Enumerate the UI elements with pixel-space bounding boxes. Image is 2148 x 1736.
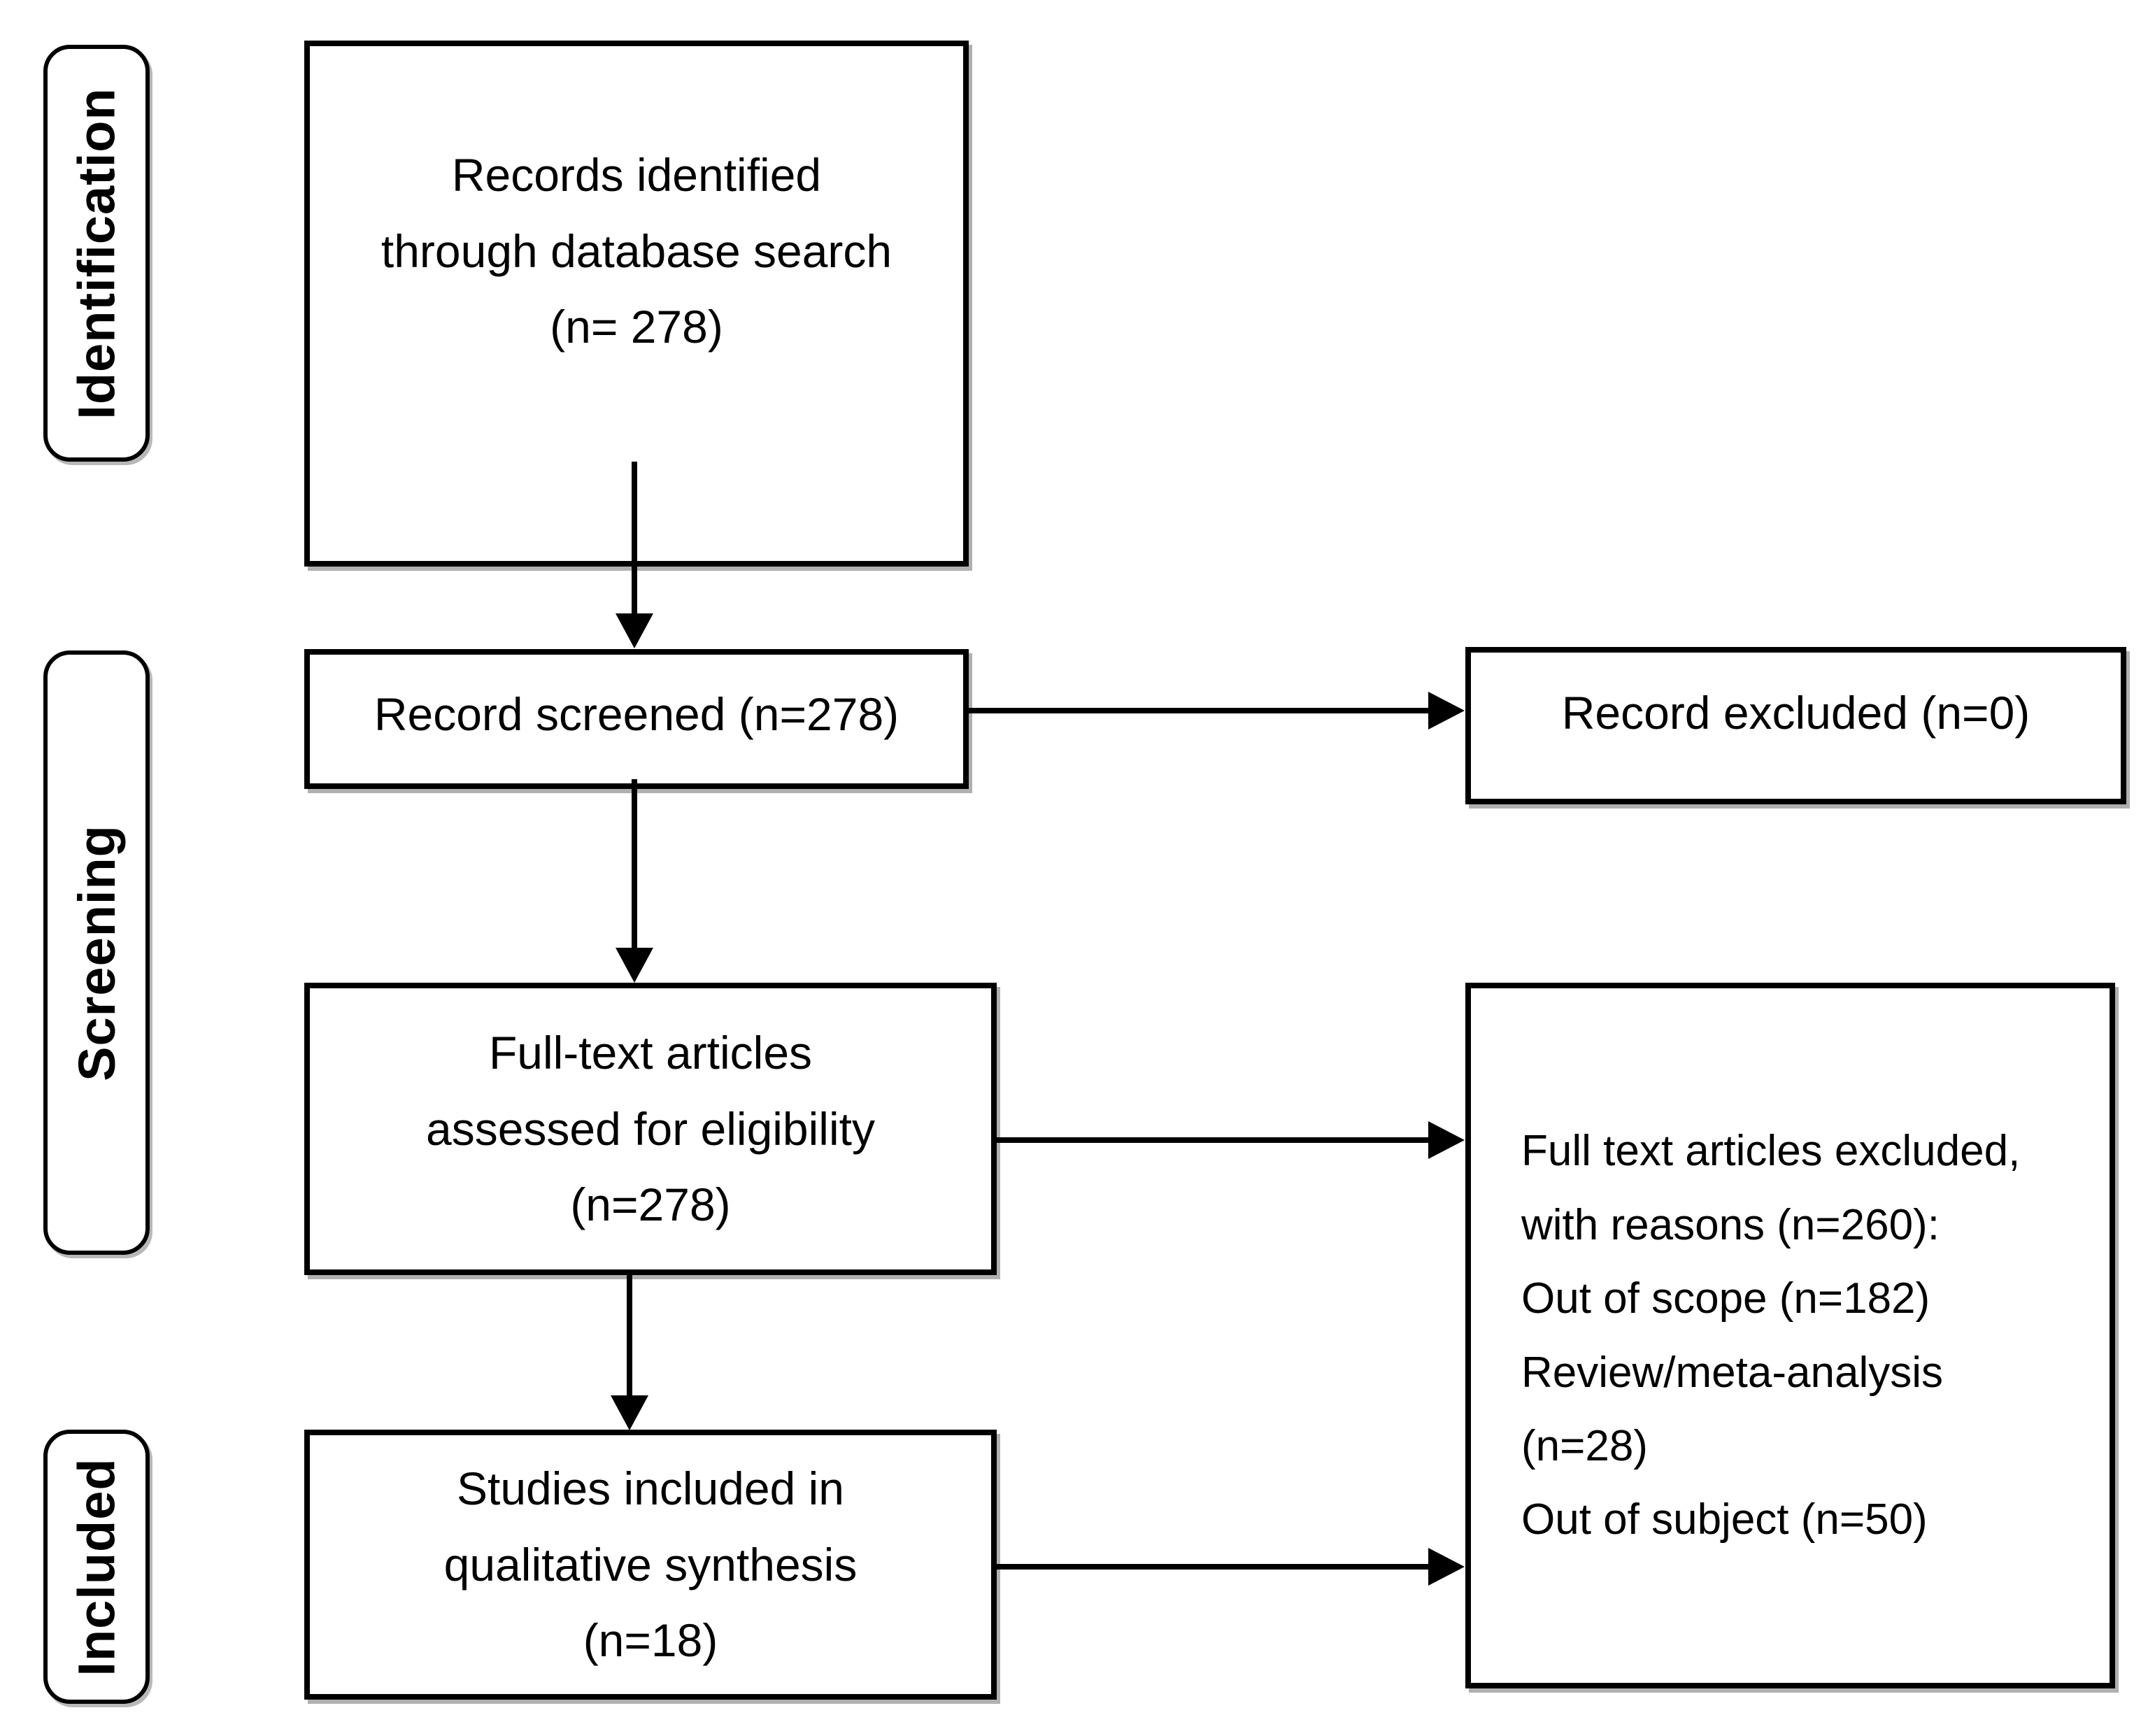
arrow-screened-to-fulltext-line	[632, 779, 637, 951]
stage-label-screening: Screening	[43, 650, 150, 1255]
box-fulltext-excluded-line: Full text articles excluded,	[1521, 1127, 2021, 1176]
box-records-excluded: Record excluded (n=0)	[1465, 647, 2126, 804]
box-fulltext-excluded-line: Review/meta-analysis	[1521, 1348, 1943, 1397]
box-studies-included-line: qualitative synthesis	[443, 1538, 858, 1591]
arrow-fulltext-to-reasons-line	[997, 1137, 1432, 1143]
box-studies-included-line: (n=18)	[583, 1614, 718, 1667]
box-fulltext-assessed-line: (n=278)	[570, 1179, 731, 1231]
box-fulltext-excluded-line: Out of scope (n=182)	[1521, 1274, 1930, 1323]
box-records-screened: Record screened (n=278)	[304, 649, 969, 789]
box-fulltext-assessed-line: assessed for eligibility	[426, 1102, 875, 1155]
box-fulltext-excluded-line: Out of subject (n=50)	[1521, 1495, 1928, 1544]
box-records-screened-line: Record screened (n=278)	[374, 688, 899, 740]
arrow-identified-to-screened-line	[632, 462, 637, 619]
stage-label-identification-text: Identification	[67, 87, 126, 420]
arrow-fulltext-to-included-line	[627, 1275, 632, 1397]
box-fulltext-excluded-line: (n=28)	[1521, 1421, 1648, 1470]
box-fulltext-assessed: Full-text articles assessed for eligibil…	[304, 983, 997, 1275]
box-records-identified-line: Records identified	[451, 148, 822, 201]
stage-label-screening-text: Screening	[67, 824, 126, 1081]
stage-label-included: Included	[43, 1430, 150, 1704]
box-records-identified-line: through database search	[380, 225, 892, 277]
box-studies-included-line: Studies included in	[456, 1462, 845, 1514]
box-studies-included: Studies included in qualitative synthesi…	[304, 1430, 997, 1700]
right-arrowhead-icon	[1428, 692, 1465, 730]
right-arrowhead-icon	[1428, 1121, 1465, 1159]
arrow-screened-to-excluded-line	[969, 708, 1432, 713]
box-records-identified-line: (n= 278)	[550, 301, 723, 353]
stage-label-included-text: Included	[67, 1457, 126, 1677]
down-arrowhead-icon	[611, 1395, 648, 1430]
right-arrowhead-icon	[1428, 1548, 1465, 1586]
down-arrowhead-icon	[616, 948, 653, 983]
box-fulltext-excluded-line: with reasons (n=260):	[1521, 1200, 1940, 1249]
arrow-included-to-reasons-line	[997, 1564, 1432, 1570]
down-arrowhead-icon	[616, 613, 653, 648]
box-records-excluded-line: Record excluded (n=0)	[1561, 687, 2030, 739]
stage-label-identification: Identification	[43, 45, 150, 462]
box-fulltext-excluded: Full text articles excluded, with reason…	[1465, 983, 2115, 1688]
box-fulltext-assessed-line: Full-text articles	[488, 1026, 813, 1079]
